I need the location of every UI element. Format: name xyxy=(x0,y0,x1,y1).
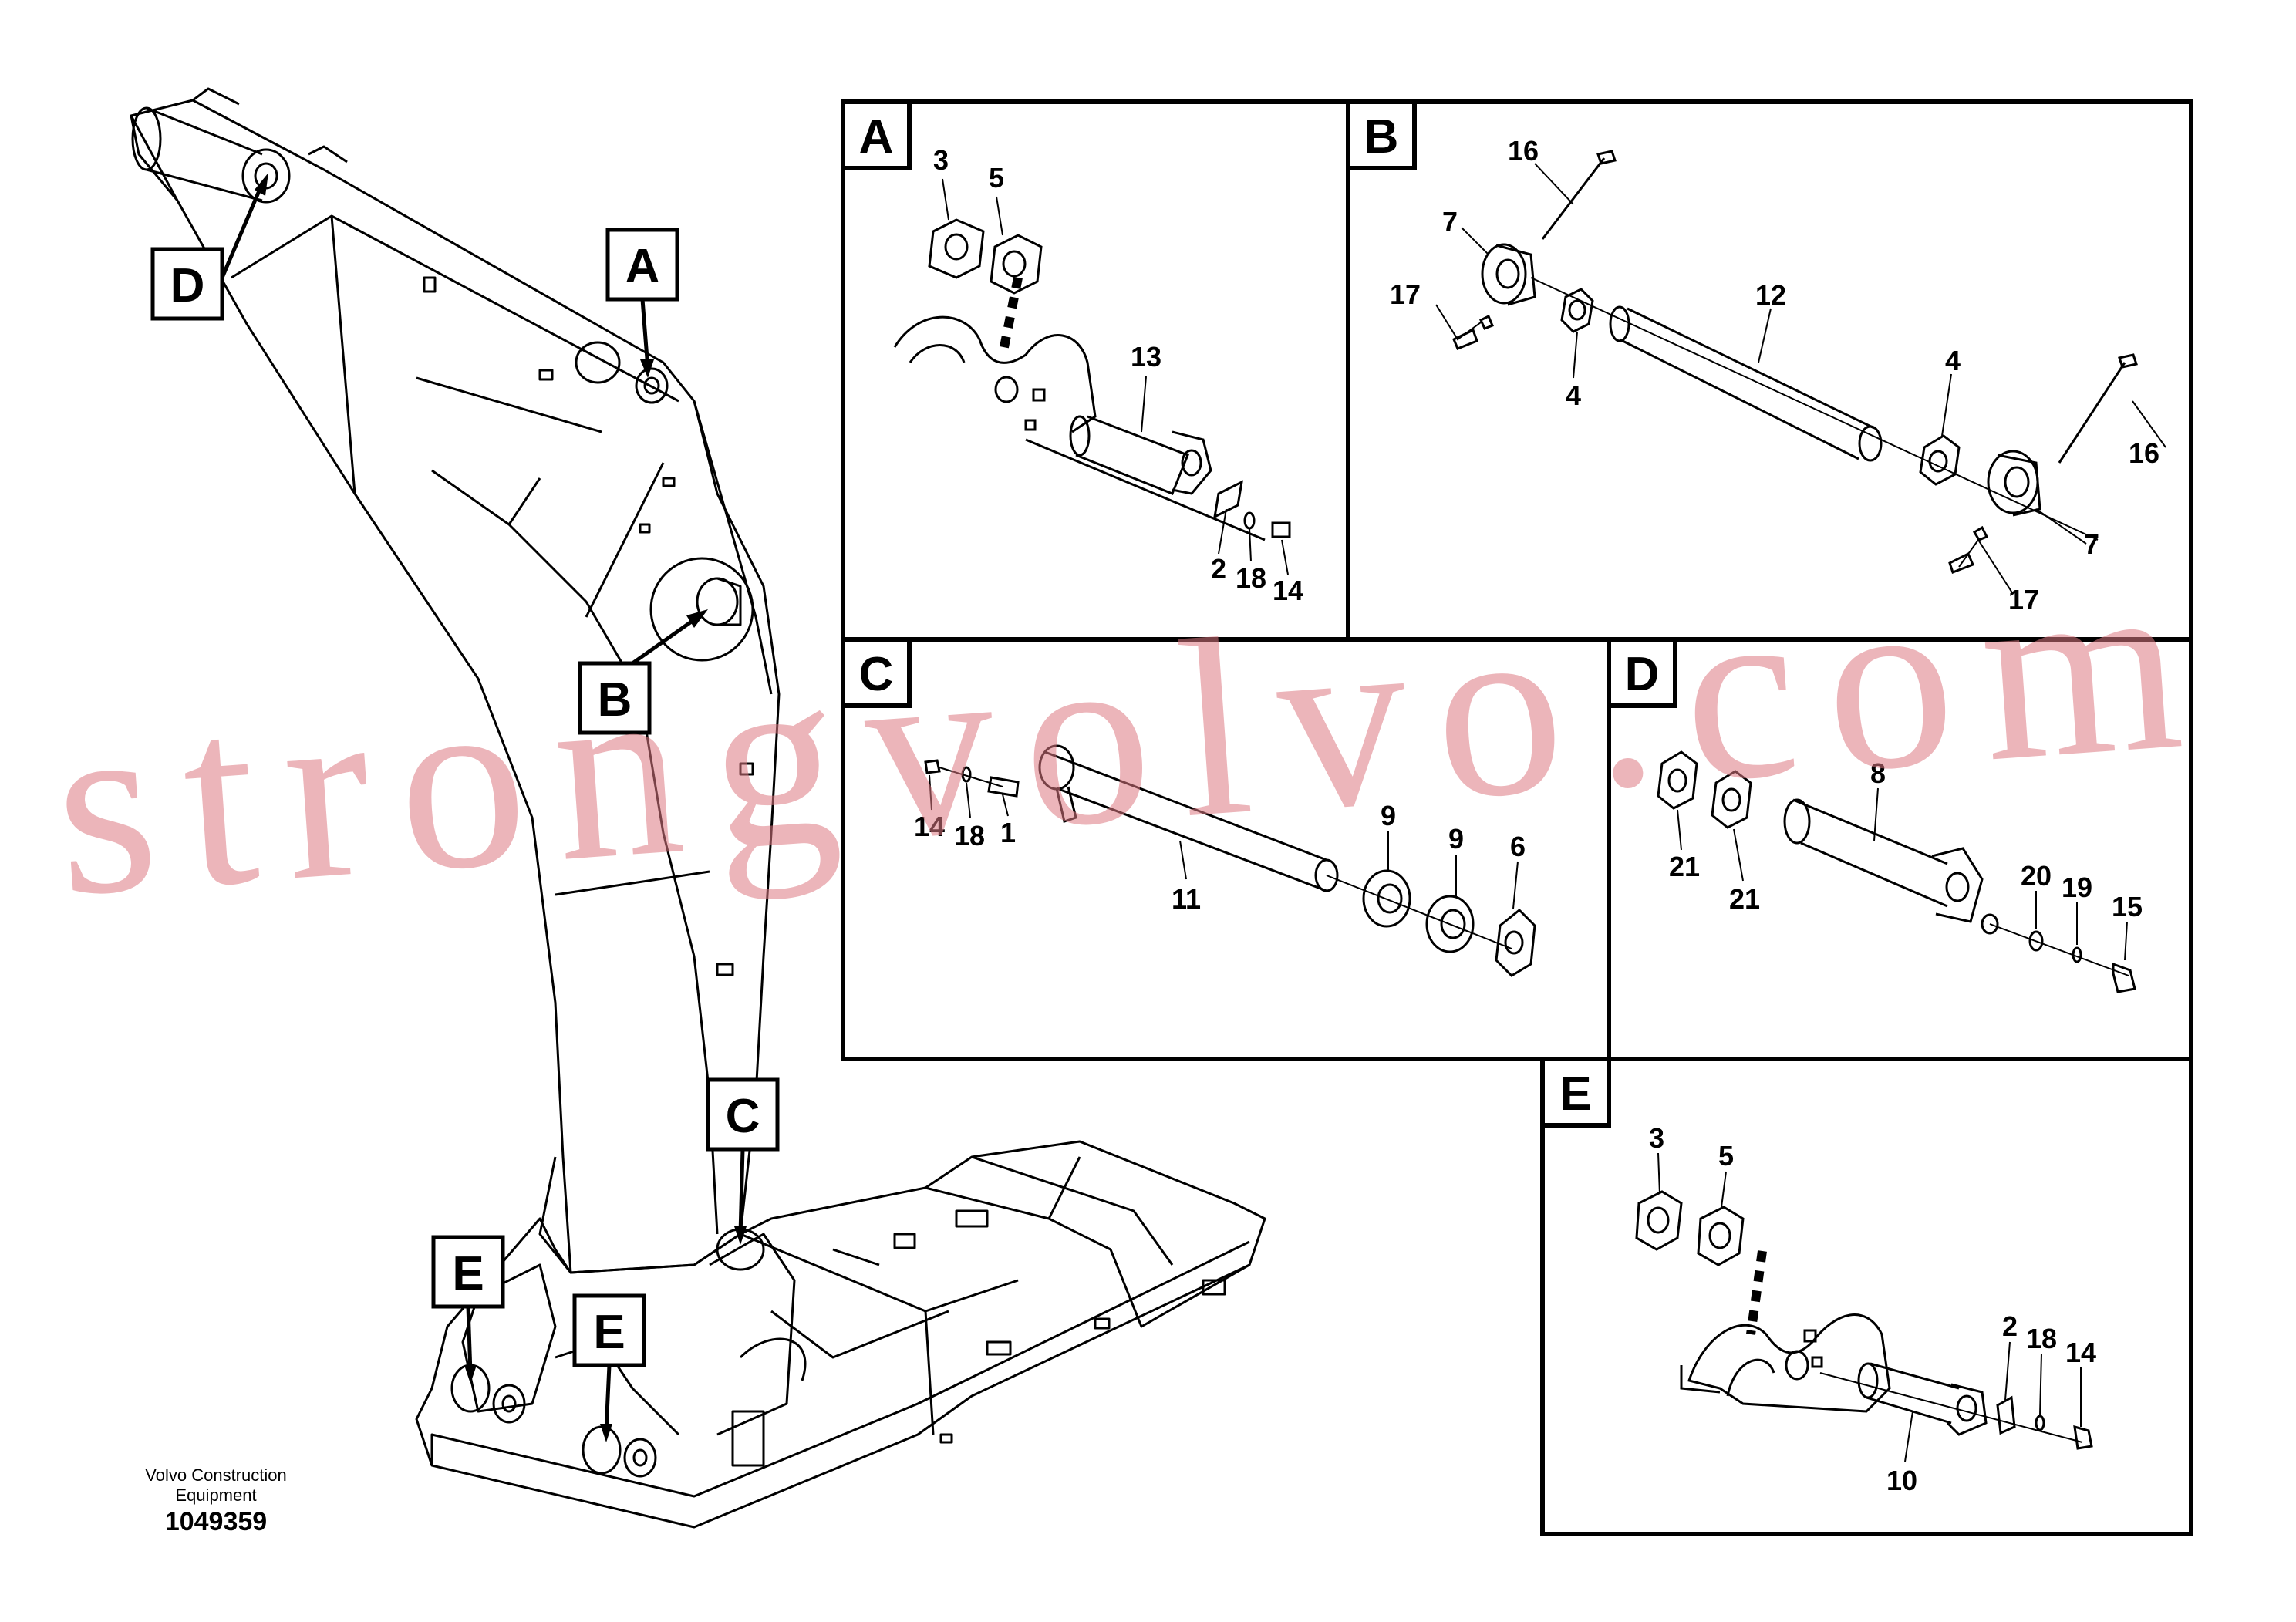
base-frame-drawing xyxy=(415,1140,1266,1529)
detail-panel-c: C xyxy=(841,637,1611,1061)
callout-b: B xyxy=(578,609,708,735)
svg-text:18: 18 xyxy=(954,820,985,851)
svg-text:B: B xyxy=(598,673,632,727)
svg-text:11: 11 xyxy=(1172,883,1201,915)
svg-text:16: 16 xyxy=(2129,437,2159,469)
svg-text:D: D xyxy=(1625,648,1660,701)
svg-text:7: 7 xyxy=(1442,206,1458,238)
company-name-line1: Volvo Construction xyxy=(145,1465,287,1485)
svg-text:5: 5 xyxy=(989,162,1004,194)
svg-text:1: 1 xyxy=(1000,817,1016,848)
svg-text:4: 4 xyxy=(1566,379,1581,411)
detail-panel-b: B xyxy=(1346,99,2193,642)
boom-assembly-drawing xyxy=(130,87,781,1274)
drawing-number: 1049359 xyxy=(164,1507,268,1536)
svg-text:C: C xyxy=(726,1090,760,1143)
svg-text:D: D xyxy=(170,259,205,312)
svg-text:8: 8 xyxy=(1870,757,1886,789)
svg-text:18: 18 xyxy=(2026,1323,2057,1354)
svg-text:4: 4 xyxy=(1945,345,1961,376)
svg-text:10: 10 xyxy=(1886,1465,1917,1496)
svg-text:B: B xyxy=(1364,110,1399,164)
svg-text:16: 16 xyxy=(1508,135,1539,167)
svg-text:20: 20 xyxy=(2021,860,2052,892)
svg-text:E: E xyxy=(1559,1067,1591,1121)
svg-text:14: 14 xyxy=(914,811,945,842)
callout-c: C xyxy=(706,1077,780,1245)
svg-text:2: 2 xyxy=(2002,1310,2018,1342)
callout-e-left: E xyxy=(431,1235,505,1384)
svg-text:6: 6 xyxy=(1510,831,1526,862)
svg-text:3: 3 xyxy=(933,144,949,176)
svg-text:C: C xyxy=(859,648,894,701)
detail-panel-a: A 3 5 13 2 xyxy=(841,99,1350,642)
svg-text:A: A xyxy=(625,240,660,293)
svg-text:19: 19 xyxy=(2062,872,2092,903)
svg-text:3: 3 xyxy=(1649,1122,1664,1154)
svg-text:14: 14 xyxy=(1273,575,1303,606)
svg-text:E: E xyxy=(452,1247,484,1300)
svg-text:14: 14 xyxy=(2065,1337,2096,1368)
svg-text:9: 9 xyxy=(1381,800,1396,831)
svg-text:A: A xyxy=(859,110,894,164)
svg-text:18: 18 xyxy=(1236,562,1266,594)
svg-text:17: 17 xyxy=(1390,278,1421,310)
svg-text:21: 21 xyxy=(1669,851,1700,882)
svg-text:17: 17 xyxy=(2008,584,2039,615)
svg-text:7: 7 xyxy=(2084,528,2099,560)
callout-d: D xyxy=(150,173,268,321)
svg-text:12: 12 xyxy=(1755,279,1786,311)
svg-text:15: 15 xyxy=(2112,891,2143,922)
svg-text:E: E xyxy=(593,1306,625,1359)
company-name-line2: Equipment xyxy=(175,1485,257,1505)
detail-panel-e: E xyxy=(1540,1057,2193,1536)
svg-text:9: 9 xyxy=(1448,823,1464,855)
detail-panel-d: D xyxy=(1607,637,2193,1061)
callout-a: A xyxy=(605,228,679,378)
svg-text:21: 21 xyxy=(1729,883,1760,915)
svg-text:13: 13 xyxy=(1131,341,1161,373)
svg-text:5: 5 xyxy=(1718,1140,1734,1172)
callout-e-right: E xyxy=(572,1293,646,1442)
svg-text:2: 2 xyxy=(1211,553,1226,585)
